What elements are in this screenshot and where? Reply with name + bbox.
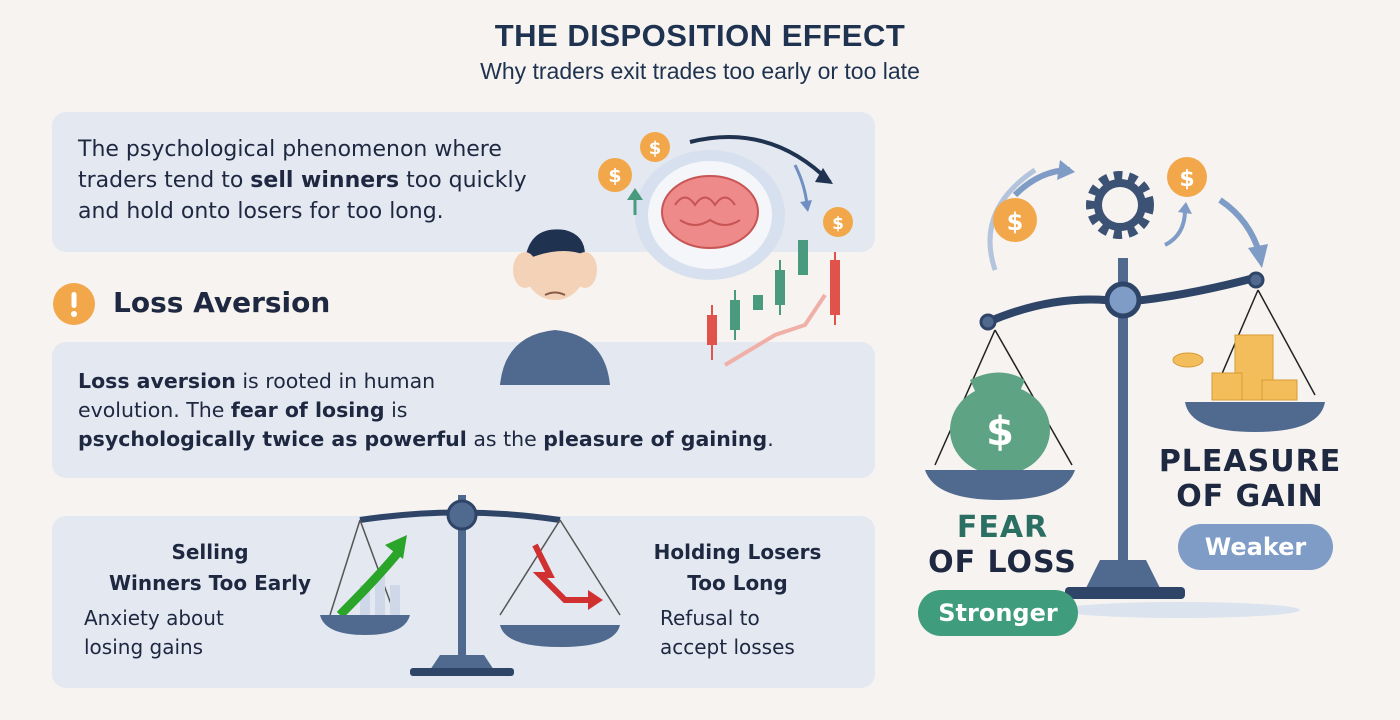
dollar-coin-icon: $ (993, 198, 1037, 242)
page-subtitle: Why traders exit trades too early or too… (480, 58, 920, 84)
text: OF LOSS (928, 545, 1077, 580)
dollar-coin-icon: $ (1167, 157, 1207, 197)
dollar-coin-icon: $ (640, 132, 670, 162)
svg-text:$: $ (608, 165, 621, 187)
text: as the (466, 427, 544, 451)
emphasis: psychologically twice as powerful (78, 427, 467, 451)
text: PLEASURE (1158, 444, 1342, 479)
text: too quickly (399, 168, 527, 193)
loss-aversion-heading: Loss Aversion (113, 286, 331, 319)
stressed-trader-illustration: $ $ $ (500, 132, 853, 385)
definition-text: The psychological phenomenon where trade… (78, 134, 527, 227)
text: Holding Losers (653, 540, 822, 564)
emphasis: fear of losing (230, 398, 385, 422)
holding-losers-description: Refusal to accept losses (660, 604, 795, 662)
definition-line: The psychological phenomenon where (78, 137, 502, 162)
gear-icon (1086, 171, 1154, 239)
dollar-coin-icon: $ (598, 158, 632, 192)
brain-icon (661, 175, 759, 249)
text: traders tend to (78, 168, 251, 193)
text: losing gains (84, 635, 204, 659)
holding-losers-title: Holding Losers Too Long (625, 537, 850, 599)
svg-text:$: $ (832, 214, 844, 234)
text-line: psychologically twice as powerful as the… (78, 425, 774, 454)
text-line: evolution. The fear of losing is (78, 396, 774, 425)
text: is (384, 398, 408, 422)
text: . (767, 427, 774, 451)
pleasure-of-gain-label: PLEASURE OF GAIN (1140, 444, 1360, 514)
loss-aversion-card (52, 342, 875, 478)
emphasis: sell winners (250, 168, 400, 193)
svg-text:$: $ (649, 138, 662, 159)
svg-text:$: $ (1179, 167, 1194, 192)
dollar-coin-icon: $ (823, 207, 853, 237)
text: evolution. The (78, 398, 231, 422)
text-line: Loss aversion is rooted in human (78, 367, 774, 396)
small-balance-scale-illustration (320, 495, 621, 676)
selling-winners-description: Anxiety about losing gains (84, 604, 224, 662)
text: OF GAIN (1176, 479, 1324, 514)
text: accept losses (660, 635, 795, 659)
text: Selling (171, 540, 249, 564)
selling-winners-title: Selling Winners Too Early (60, 537, 360, 599)
text: FEAR (956, 510, 1049, 545)
balance-scale-illustration: $ $ $ (925, 157, 1325, 618)
coin-symbol: $ (1007, 208, 1024, 236)
weaker-badge: Weaker (1178, 524, 1333, 570)
coin-stack-icon (1172, 334, 1298, 401)
fear-of-loss-label: FEAR OF LOSS (920, 510, 1085, 580)
loss-aversion-text: Loss aversion is rooted in human evoluti… (78, 367, 774, 454)
text: Refusal to (660, 606, 760, 630)
text: Too Long (687, 571, 788, 595)
warning-icon (53, 283, 95, 325)
text: Anxiety about (84, 606, 224, 630)
candlestick-chart (707, 240, 840, 367)
svg-text:$: $ (986, 409, 1014, 455)
emphasis: pleasure of gaining (543, 427, 768, 451)
page-title: THE DISPOSITION EFFECT (494, 18, 906, 53)
definition-line: traders tend to sell winners too quickly (78, 165, 527, 196)
emphasis: Loss aversion (78, 369, 236, 393)
text: is rooted in human (235, 369, 436, 393)
text: Winners Too Early (108, 571, 312, 595)
money-bag-icon: $ (950, 372, 1050, 475)
stronger-badge: Stronger (918, 590, 1078, 636)
definition-line: and hold onto losers for too long. (78, 199, 444, 224)
